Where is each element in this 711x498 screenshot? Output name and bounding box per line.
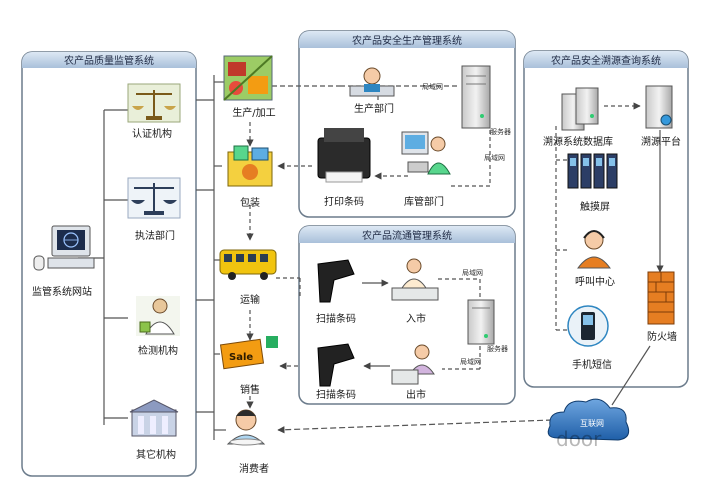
server-icon [467, 299, 495, 345]
print-barcode-label: 打印条码 [324, 195, 364, 208]
touchscreen-label: 触摸屏 [580, 200, 610, 213]
packaging-label: 包装 [240, 196, 260, 209]
clerk-icon [401, 131, 451, 175]
watermark-text: door [556, 427, 602, 451]
panel-circulation-title: 农产品流通管理系统 [362, 229, 452, 242]
packaging-icon [227, 145, 273, 187]
panel-production-title: 农产品安全生产管理系统 [352, 34, 462, 47]
server2-label: 服务器 [487, 344, 508, 353]
phone-icon [567, 305, 609, 347]
call-center-icon [577, 230, 611, 269]
lan2-label: 局域网 [484, 153, 505, 162]
building-icon [129, 399, 179, 437]
justice-scale-icon [127, 177, 181, 219]
sms-label: 手机短信 [572, 358, 612, 371]
inspection-label: 检测机构 [138, 344, 178, 357]
panel-quality-title: 农产品质量监管系统 [64, 54, 154, 67]
warehouse-dept-label: 库管部门 [404, 195, 444, 208]
scale-icon [127, 83, 181, 123]
prod-dept-label: 生产部门 [354, 102, 394, 115]
printer-icon [317, 128, 371, 183]
lan3-label: 局域网 [462, 268, 483, 277]
call-center-label: 呼叫中心 [575, 275, 615, 288]
lan1-label: 局域网 [422, 82, 443, 91]
trace-platform-label: 溯源平台 [641, 135, 681, 148]
kiosk-icon [567, 153, 618, 189]
other-org-label: 其它机构 [136, 448, 176, 461]
lan4-label: 局域网 [460, 357, 481, 366]
internet-label: 互联网 [580, 419, 604, 428]
scan2-label: 扫描条码 [316, 388, 356, 401]
certification-label: 认证机构 [132, 127, 172, 140]
trace-db-label: 溯源系统数据库 [543, 135, 613, 148]
farm-produce-icon [223, 55, 273, 101]
consumer-icon [226, 409, 266, 446]
market-out-label: 出市 [406, 388, 426, 401]
barcode-scanner-icon [317, 343, 355, 387]
firewall-label: 防火墙 [647, 330, 677, 343]
panel-quality: 农产品质量监管系统 [21, 51, 197, 477]
sales-label: 销售 [240, 383, 260, 396]
transport-label: 运输 [240, 293, 260, 306]
lab-worker-icon [136, 296, 180, 336]
bus-icon [219, 249, 277, 280]
office-worker-icon [349, 67, 395, 97]
market-in-icon [391, 258, 439, 301]
sale-sign-text: Sale [229, 352, 253, 363]
enforcement-label: 执法部门 [135, 229, 175, 242]
sale-sign-icon: Sale [219, 336, 278, 370]
market-out-icon [391, 344, 435, 385]
panel-trace: 农产品安全溯源查询系统 [523, 50, 689, 388]
produce-process-label: 生产/加工 [232, 106, 275, 119]
monitor-site-label: 监管系统网站 [32, 285, 92, 298]
barcode-scanner-icon [317, 259, 355, 303]
database-server-icon [561, 87, 599, 131]
consumer-label: 消费者 [239, 462, 269, 475]
scan1-label: 扫描条码 [316, 312, 356, 325]
market-in-label: 入市 [406, 312, 426, 325]
server1-label: 服务器 [490, 127, 511, 136]
panel-trace-title: 农产品安全溯源查询系统 [551, 54, 661, 67]
platform-server-icon [645, 85, 673, 129]
computer-icon [33, 225, 95, 271]
server-icon [461, 65, 491, 129]
internet-cloud-icon [547, 398, 630, 441]
firewall-icon [647, 271, 675, 325]
